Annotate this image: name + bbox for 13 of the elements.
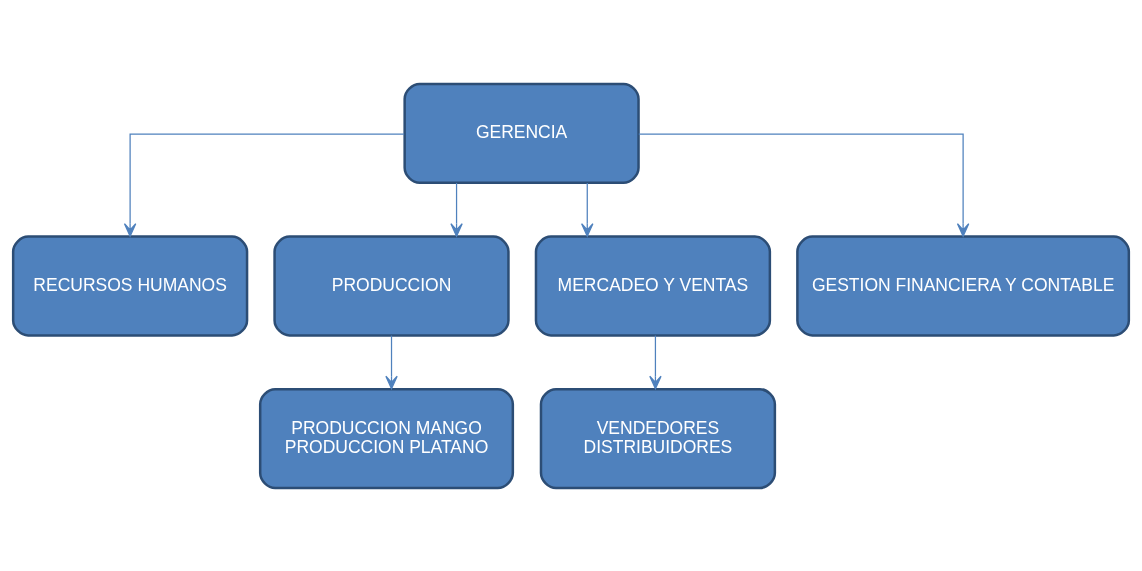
arrow: [638, 132, 970, 237]
node-box: GERENCIA: [403, 82, 640, 184]
arrow: [385, 334, 398, 389]
node-box: PRODUCCION: [273, 234, 510, 337]
node-box: MERCADEO Y VENTAS: [534, 234, 772, 337]
node-box: RECURSOS HUMANOS: [11, 234, 249, 337]
node-box: PRODUCCION MANGO PRODUCCION PLATANO: [258, 387, 515, 489]
arrow: [581, 181, 594, 237]
arrow: [123, 132, 405, 237]
arrow: [450, 181, 463, 237]
arrow: [649, 334, 662, 389]
node-box: VENDEDORES DISTRIBUIDORES: [539, 387, 777, 489]
node-box: GESTION FINANCIERA Y CONTABLE: [796, 234, 1131, 337]
